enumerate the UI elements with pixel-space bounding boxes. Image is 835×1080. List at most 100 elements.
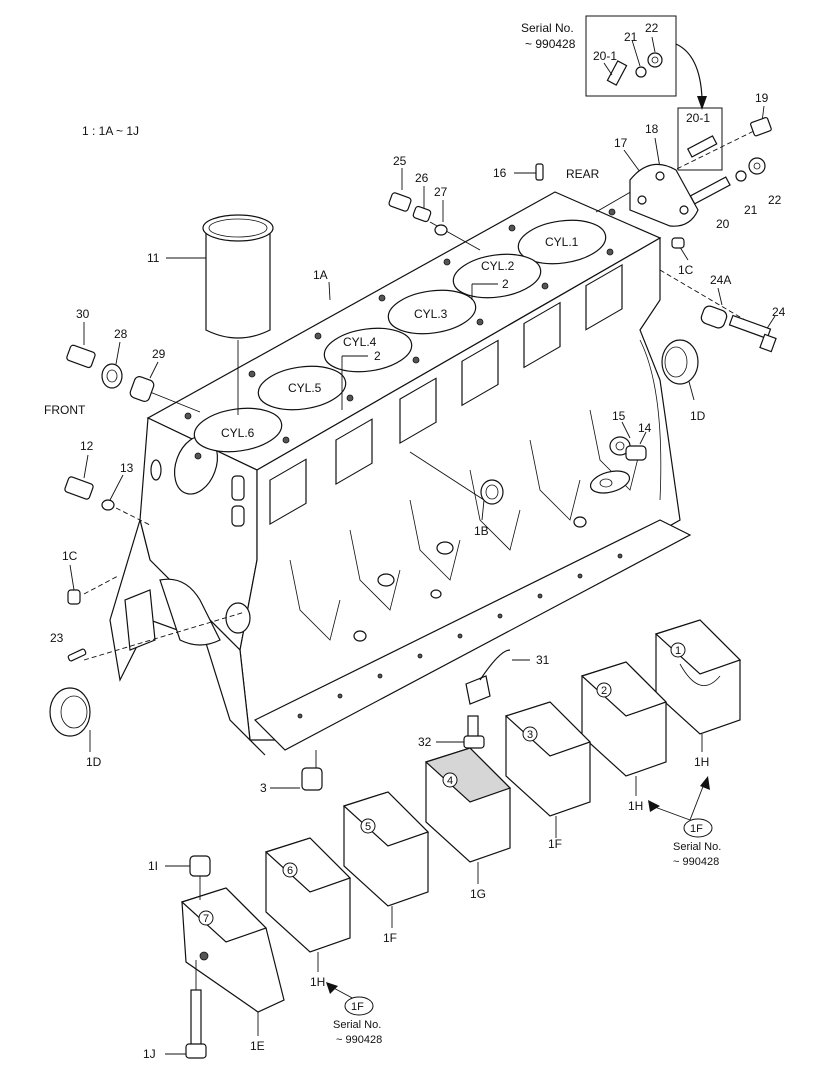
label-22-top: 22 — [645, 21, 659, 35]
label-1A: 1A — [313, 268, 328, 282]
label-1H-right: 1H — [694, 755, 709, 769]
cyl-5-label: CYL.5 — [288, 381, 322, 395]
label-1I: 1I — [148, 859, 158, 873]
label-26: 26 — [415, 171, 429, 185]
deck-bolt-hole — [184, 412, 192, 420]
label-18: 18 — [645, 122, 659, 136]
rear-label: REAR — [566, 167, 600, 181]
label-1D-right: 1D — [690, 409, 706, 423]
cylinder-bores — [193, 219, 607, 453]
serial-right-line1: Serial No. — [673, 841, 721, 853]
label-1C-right: 1C — [678, 263, 694, 277]
cyl-4-label: CYL.4 — [343, 335, 377, 349]
deck-bolt-hole — [248, 370, 256, 378]
side-windows — [269, 263, 623, 526]
label-20-1-top: 20-1 — [593, 49, 617, 63]
label-1E: 1E — [250, 1039, 265, 1053]
deck-bolt-hole — [541, 282, 549, 290]
deck-bolt-hole — [443, 258, 451, 266]
cylinder-liner — [166, 214, 274, 339]
bearing-cap-5 — [342, 791, 430, 907]
serial-bottom-line1: Serial No. — [333, 1019, 381, 1031]
label-13: 13 — [120, 461, 134, 475]
label-1H-bottom: 1H — [310, 975, 325, 989]
label-25: 25 — [393, 154, 407, 168]
serial-top-line2: ~ 990428 — [525, 37, 576, 51]
rail-bolt-holes — [297, 553, 623, 719]
serial-bottom-line2: ~ 990428 — [336, 1034, 382, 1046]
label-21-right: 21 — [744, 203, 758, 217]
label-2-a: 2 — [502, 277, 509, 291]
cap-number-1: 1 — [675, 645, 681, 657]
label-14: 14 — [638, 421, 652, 435]
label-19: 19 — [755, 91, 769, 105]
label-2-b: 2 — [374, 349, 381, 363]
label-22-right: 22 — [768, 193, 782, 207]
bearing-cap-1 — [654, 619, 742, 735]
cap-number-4: 4 — [447, 775, 453, 787]
label-3: 3 — [260, 781, 267, 795]
cyl-1-label: CYL.1 — [545, 235, 579, 249]
label-27: 27 — [434, 185, 448, 199]
range-note: 1 : 1A ~ 1J — [82, 124, 139, 138]
deck-bolt-hole — [314, 332, 322, 340]
deck-bolt-hole — [608, 208, 616, 216]
bearing-cap-4 — [424, 747, 512, 863]
deck-bolt-hole — [508, 224, 516, 232]
deck-bolt-hole — [378, 294, 386, 302]
deck-bolt-hole — [194, 452, 202, 460]
label-20: 20 — [716, 217, 730, 231]
cyl-2-label: CYL.2 — [481, 259, 515, 273]
cyl-3-label: CYL.3 — [414, 307, 448, 321]
cap-number-2: 2 — [601, 685, 607, 697]
serial-right-line2: ~ 990428 — [673, 856, 719, 868]
bearing-cap-7 — [180, 887, 285, 1013]
deck-bolt-hole — [412, 356, 420, 364]
bearing-cap-6 — [264, 837, 352, 953]
serial-top-line1: Serial No. — [521, 21, 574, 35]
variant-circle-1F-bottom — [344, 996, 374, 1016]
bearing-caps — [180, 619, 742, 1013]
cap-number-3: 3 — [527, 729, 533, 741]
label-15: 15 — [612, 409, 626, 423]
label-23: 23 — [50, 631, 64, 645]
cyl-6-label: CYL.6 — [221, 426, 255, 440]
label-11: 11 — [147, 251, 160, 265]
label-1F-circle-right: 1F — [690, 823, 703, 835]
label-1H-mid: 1H — [628, 799, 643, 813]
front-label: FRONT — [44, 403, 86, 417]
label-24A: 24A — [710, 273, 731, 287]
deck-bolt-hole — [606, 248, 614, 256]
label-1J: 1J — [143, 1047, 156, 1061]
label-17: 17 — [614, 136, 628, 150]
label-1G: 1G — [470, 887, 486, 901]
label-24: 24 — [772, 305, 786, 319]
deck-bolt-hole — [476, 318, 484, 326]
bearing-cap-2 — [580, 661, 668, 777]
label-12: 12 — [80, 439, 94, 453]
bearing-cap-3 — [504, 701, 592, 817]
variant-circle-1F-right — [683, 818, 713, 838]
deck-bolt-hole — [346, 394, 354, 402]
label-1F-circle-bottom: 1F — [351, 1001, 364, 1013]
cap-number-6: 6 — [287, 865, 293, 877]
label-1F-mid: 1F — [548, 837, 562, 851]
small-parts — [49, 116, 777, 1059]
cap-leaders — [165, 734, 710, 1055]
label-1C-left: 1C — [62, 549, 78, 563]
stud-20-1-box — [677, 107, 723, 171]
leader-lines — [69, 105, 776, 789]
deck-bolt-hole — [282, 436, 290, 444]
label-30: 30 — [76, 307, 90, 321]
label-28: 28 — [114, 327, 128, 341]
label-1D-left: 1D — [86, 755, 102, 769]
label-21-top: 21 — [624, 30, 638, 44]
label-1F-bottom: 1F — [383, 931, 397, 945]
label-29: 29 — [152, 347, 166, 361]
label-32: 32 — [418, 735, 432, 749]
label-20-1-box: 20-1 — [686, 111, 710, 125]
label-1B: 1B — [474, 524, 489, 538]
cap-number-7: 7 — [203, 913, 209, 925]
label-16: 16 — [493, 166, 507, 180]
